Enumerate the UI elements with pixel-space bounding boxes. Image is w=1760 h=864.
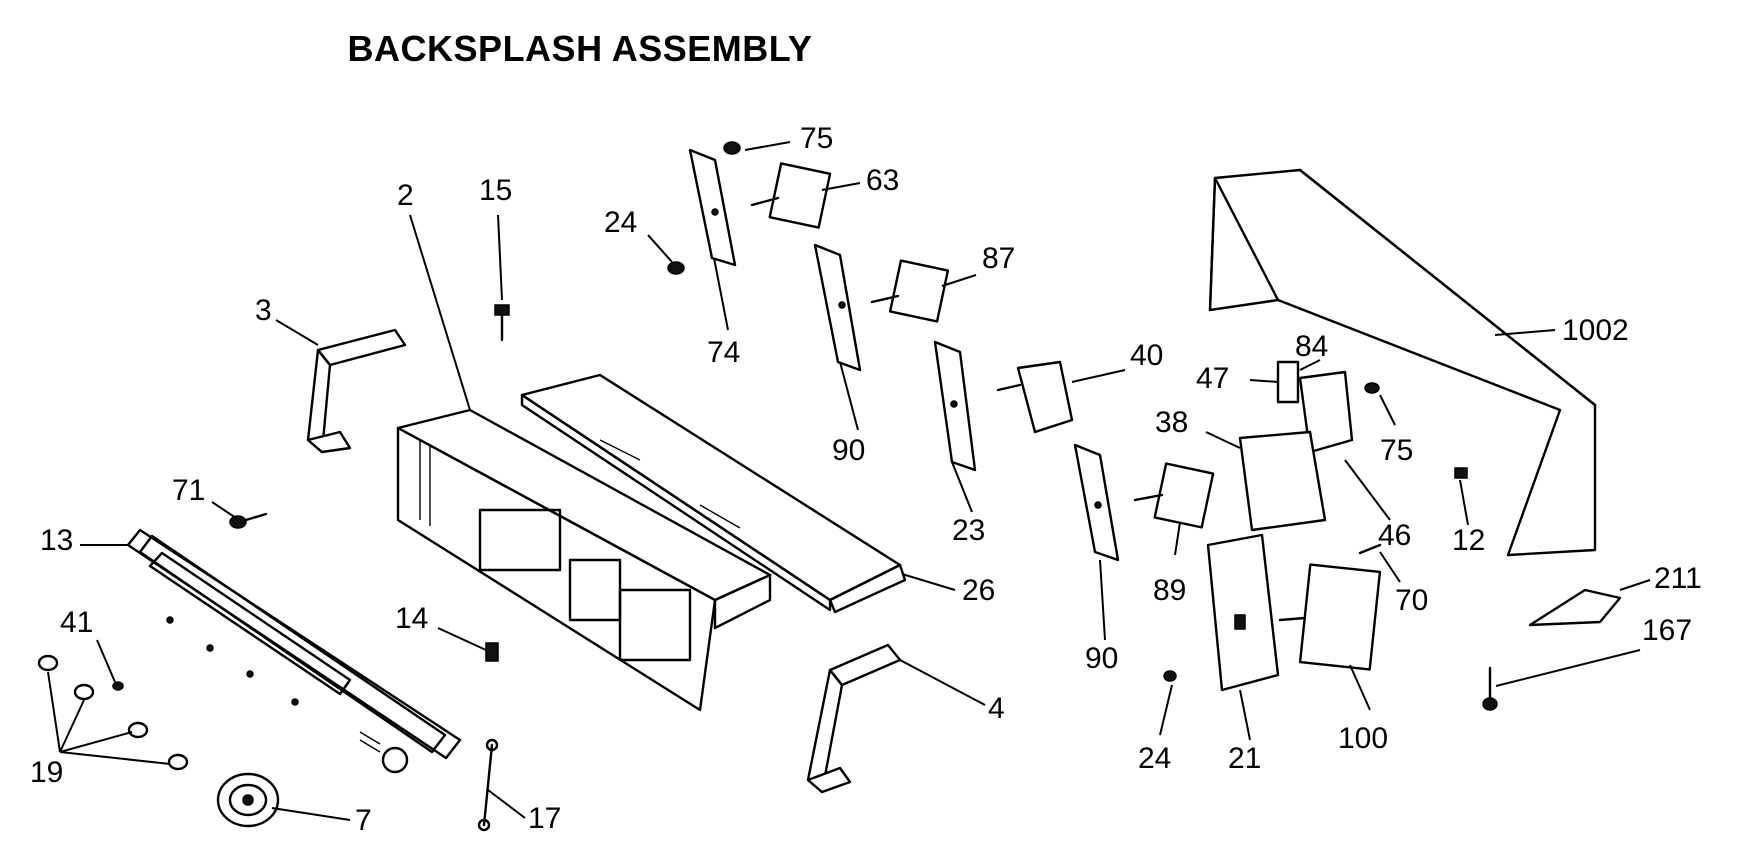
callout-23: 23 [952, 514, 985, 547]
callout-7: 7 [355, 804, 372, 837]
part-90b-bracket [1073, 443, 1120, 562]
part-21-board [1206, 533, 1280, 692]
callout-46: 46 [1378, 519, 1411, 552]
part-12-clip [1454, 467, 1468, 479]
callout-1002: 1002 [1562, 314, 1629, 347]
callout-90-b: 90 [1085, 642, 1118, 675]
callout-4: 4 [988, 692, 1005, 725]
callout-74: 74 [707, 336, 740, 369]
callout-211: 211 [1654, 562, 1702, 595]
part-167-screw [1482, 666, 1498, 711]
part-24b-screw [1163, 670, 1177, 682]
part-211-hinge [1528, 588, 1622, 627]
part-63-switch [723, 141, 832, 229]
callout-47: 47 [1196, 362, 1229, 395]
callout-14: 14 [395, 602, 428, 635]
part-24a-screw [667, 261, 685, 275]
callout-100: 100 [1338, 722, 1388, 755]
callout-19: 19 [30, 756, 63, 789]
callout-89: 89 [1153, 574, 1186, 607]
part-7-timer-knob [216, 772, 280, 828]
part-47-84-bracket [1276, 360, 1354, 454]
callout-38: 38 [1155, 406, 1188, 439]
part-23-plate [933, 340, 977, 472]
part-17-harness [477, 738, 499, 832]
part-40-motor [996, 360, 1074, 434]
part-4-bracket [806, 643, 902, 794]
part-75b-screw [1364, 382, 1380, 394]
part-87-switch [870, 259, 950, 323]
callout-90: 90 [832, 434, 865, 467]
part-26-cover [520, 373, 907, 614]
callout-13: 13 [40, 524, 73, 557]
callout-75-b: 75 [1380, 434, 1413, 467]
callout-labels: 75 63 24 74 87 2 15 3 90 40 1002 84 47 7… [30, 122, 1702, 837]
part-38-bracket [1238, 430, 1327, 532]
callout-12: 12 [1452, 524, 1485, 557]
callout-3: 3 [255, 294, 272, 327]
part-3-bracket [306, 328, 407, 454]
callout-84: 84 [1295, 330, 1328, 363]
leader-lines [47, 141, 1651, 821]
callout-87: 87 [982, 242, 1015, 275]
part-100-timer [1278, 563, 1382, 671]
callout-24: 24 [604, 206, 637, 239]
part-70-pin [1358, 543, 1382, 555]
part-71-screw [229, 512, 268, 529]
part-74-bracket [688, 148, 737, 267]
part-19-knobs [37, 654, 189, 771]
callout-70: 70 [1395, 584, 1428, 617]
callout-17: 17 [528, 802, 561, 835]
callout-75: 75 [800, 122, 833, 155]
diagram-title: BACKSPLASH ASSEMBLY [347, 28, 813, 69]
part-15-screw [494, 304, 510, 342]
part-1002-backsplash [1208, 168, 1597, 557]
part-13-control-panel [126, 528, 462, 774]
callout-63: 63 [866, 164, 899, 197]
part-2-housing [396, 408, 772, 712]
callout-167: 167 [1642, 614, 1692, 647]
part-14-clip [485, 642, 499, 662]
callout-24-b: 24 [1138, 742, 1171, 775]
part-89-switch [1133, 462, 1215, 529]
callout-71: 71 [172, 474, 205, 507]
callout-41: 41 [60, 606, 93, 639]
callout-2: 2 [397, 179, 414, 212]
callout-26: 26 [962, 574, 995, 607]
callout-21: 21 [1228, 742, 1261, 775]
callout-15: 15 [479, 174, 512, 207]
part-90a-bracket [813, 243, 862, 372]
callout-40: 40 [1130, 339, 1163, 372]
